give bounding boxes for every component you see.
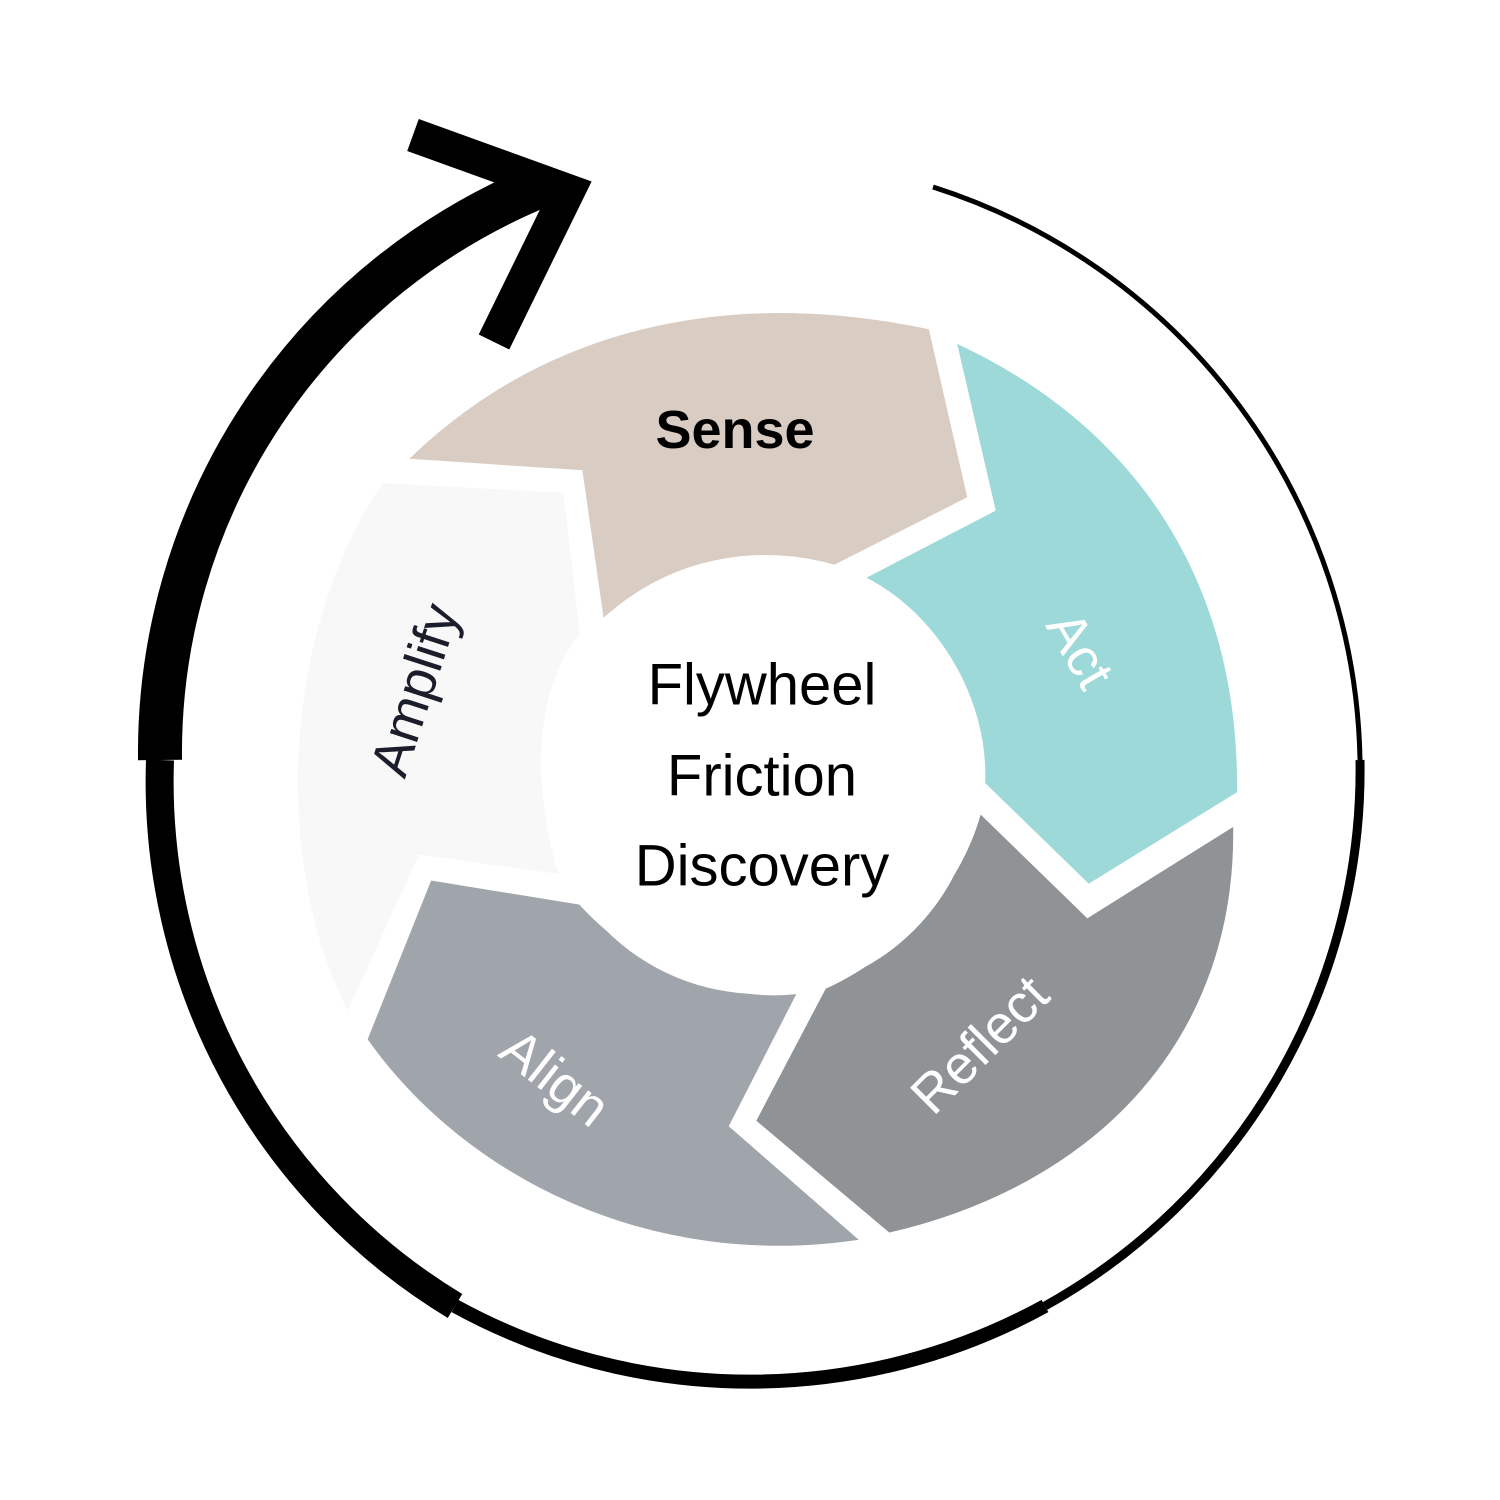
cycle-ring-thin [932, 184, 1363, 761]
segment-act [843, 326, 1248, 897]
label-sense: Sense [655, 400, 814, 460]
cycle-ring-bottom [451, 1299, 1049, 1389]
center-line-2: Friction [667, 744, 857, 809]
segments-group [288, 303, 1248, 1256]
cycle-ring-left [145, 759, 463, 1318]
cycle-arrowhead [407, 119, 592, 350]
cycle-ring-upper-left [137, 163, 554, 761]
center-title: Flywheel Friction Discovery [635, 653, 890, 899]
center-line-3: Discovery [635, 834, 890, 899]
cycle-ring-right [1042, 759, 1365, 1310]
center-line-1: Flywheel [648, 653, 877, 718]
center-hub [542, 558, 978, 994]
cycle-arrow [137, 119, 1365, 1389]
